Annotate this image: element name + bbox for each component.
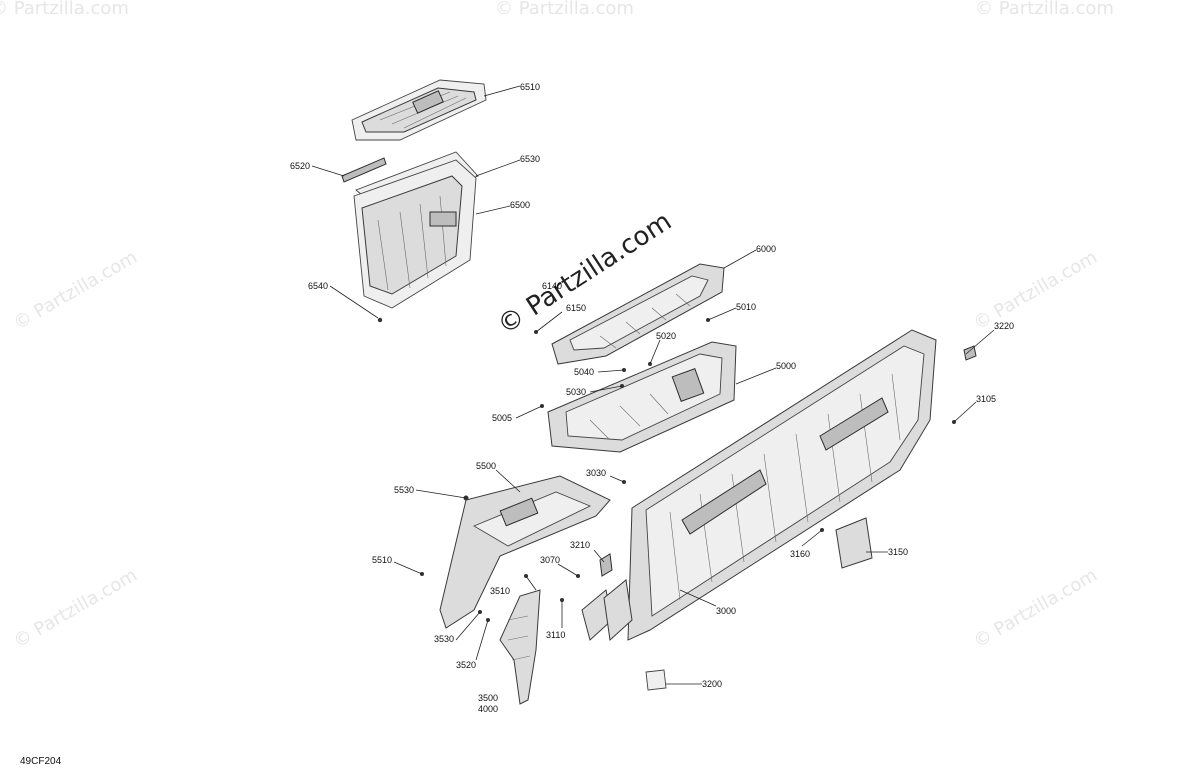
callout-3520: 3520 [456,660,476,670]
callout-3030: 3030 [586,468,606,478]
callout-3105: 3105 [976,394,996,404]
callout-5500: 5500 [476,461,496,471]
callout-6510: 6510 [520,82,540,92]
callout-3200: 3200 [702,679,722,689]
callout-3530: 3530 [434,634,454,644]
callout-6540: 6540 [308,281,328,291]
watermark-mid-right: © Partzilla.com [970,247,1101,335]
callout-3210: 3210 [570,540,590,550]
callout-6530: 6530 [520,154,540,164]
callout-3500: 3500 [478,693,498,703]
callout-6500: 6500 [510,200,530,210]
main-panel-3000 [627,329,937,641]
small-parts [420,318,977,691]
callout-labels: 6510 6520 6530 6500 6540 6000 6140 6150 … [290,82,1014,714]
callout-3220: 3220 [994,321,1014,331]
callout-6140: 6140 [542,281,562,291]
callout-5005: 5005 [492,413,512,423]
callout-5030: 5030 [566,387,586,397]
duct-3500 [499,589,541,705]
leader-lines [311,85,995,685]
watermark-top-left: © Partzilla.com [0,0,129,19]
watermark-mid-left: © Partzilla.com [10,247,141,335]
console-frame-5000 [547,341,737,453]
clip-3210 [599,553,613,577]
callout-5020: 5020 [656,331,676,341]
part-3000-end [603,579,633,642]
callout-5010: 5010 [736,302,756,312]
watermark-top-right: © Partzilla.com [975,0,1114,19]
trim-3200 [645,669,667,691]
side-panel-5500 [439,475,611,629]
callout-5530: 5530 [394,485,414,495]
storage-bin-strip [341,157,387,183]
callout-3070: 3070 [540,555,560,565]
watermark-low-left: © Partzilla.com [10,565,141,653]
callout-5510: 5510 [372,555,392,565]
callout-3510: 3510 [490,586,510,596]
watermark-top-center: © Partzilla.com [495,0,634,19]
callout-3110: 3110 [546,630,565,640]
bracket-3150 [835,517,873,569]
screw-6540 [377,317,383,323]
callout-5040: 5040 [574,367,594,377]
callout-3000: 3000 [716,606,736,616]
callout-6150: 6150 [566,303,586,313]
callout-3160: 3160 [790,549,810,559]
diagram-code: 49CF204 [20,756,62,767]
storage-bin-lid [351,79,487,141]
callout-6000: 6000 [756,244,776,254]
callout-5000: 5000 [776,361,796,371]
watermark-low-right: © Partzilla.com [970,565,1101,653]
callout-6520: 6520 [290,161,310,171]
storage-bin-box [353,159,477,309]
clip-3220 [963,345,977,361]
support-6000 [551,263,725,365]
callout-4000: 4000 [478,704,498,714]
callout-3150: 3150 [888,547,908,557]
